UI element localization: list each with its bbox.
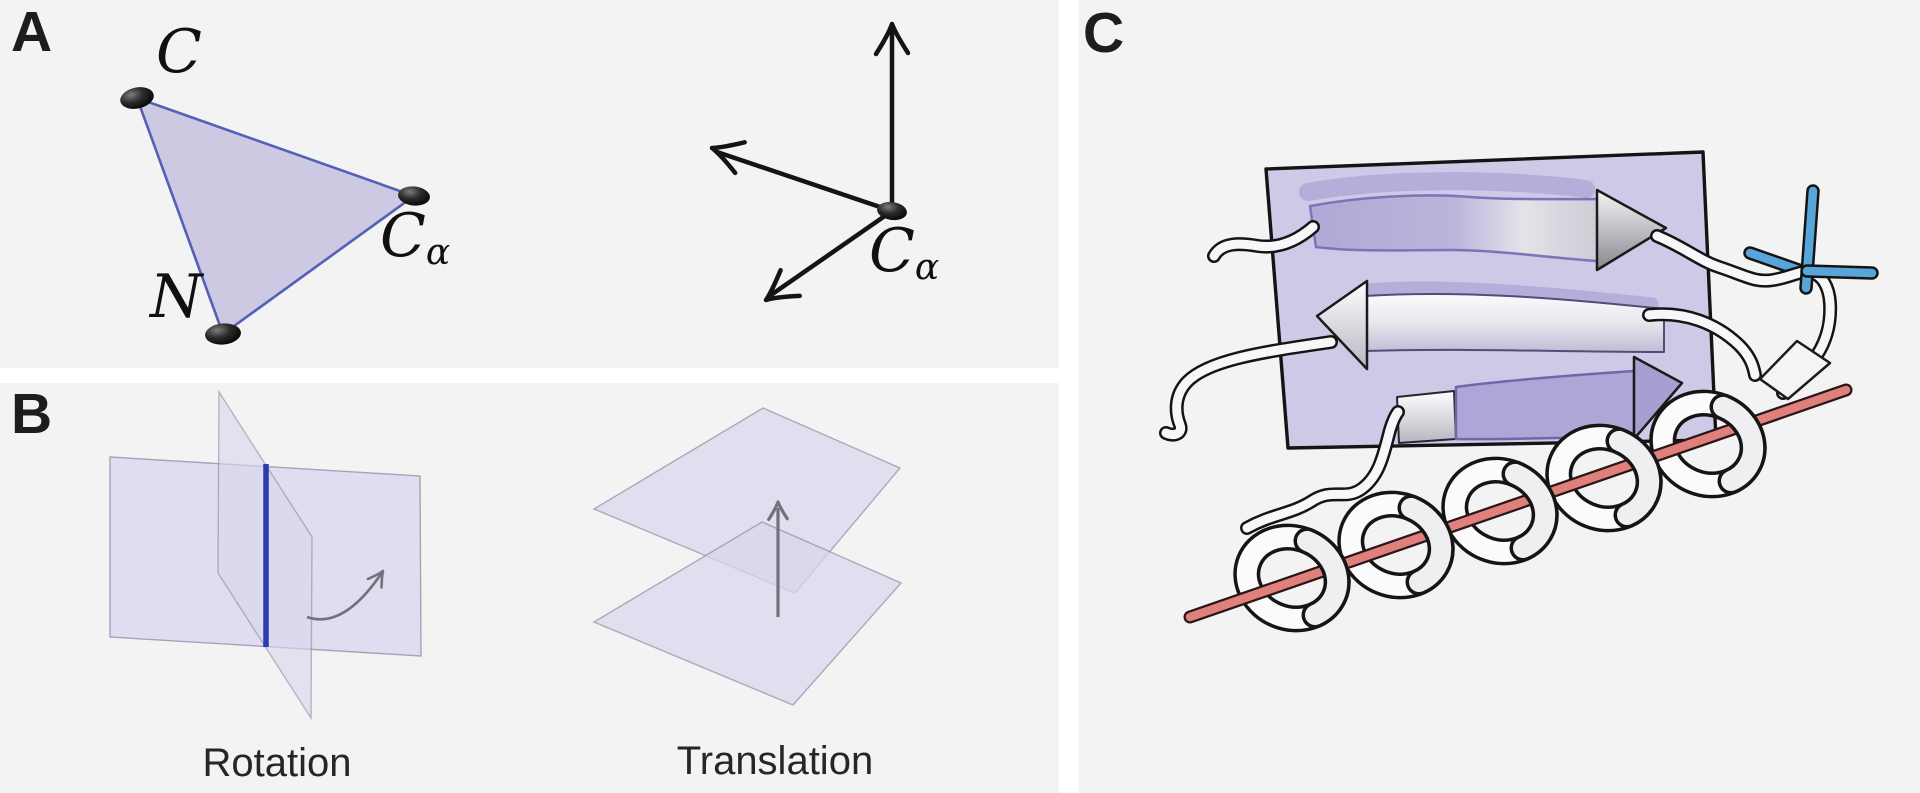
helix-to-strand3-loop xyxy=(1242,407,1403,533)
atom-dot-c xyxy=(120,87,154,109)
atom-dot-n xyxy=(205,323,241,345)
side-chain-right-arm xyxy=(1802,266,1877,278)
beta-strand2-body xyxy=(1364,292,1665,353)
beta-strand3-arrowhead xyxy=(1632,355,1684,441)
panel-a-backbone-frame xyxy=(707,24,908,313)
rotation-caption: Rotation xyxy=(202,741,352,785)
atom-label-ca: Cα xyxy=(380,201,451,273)
atom-label-c: C xyxy=(156,17,202,87)
left-loop xyxy=(1161,337,1336,440)
frame-axis-upleft xyxy=(714,149,895,214)
translation-caption: Translation xyxy=(676,739,874,783)
beta-strand2-arrowhead xyxy=(1315,279,1369,371)
rotation-curved-arrow xyxy=(306,573,383,621)
panel-b-label: B xyxy=(11,382,53,446)
panel-a-peptide-plane xyxy=(120,87,430,345)
panel-b-rotation xyxy=(109,389,422,721)
n-terminal-tail xyxy=(1209,222,1318,261)
strand2-right-loop xyxy=(1644,309,1760,380)
peptide-plane-triangle xyxy=(135,96,416,336)
helix-end-ribbon xyxy=(1758,339,1832,401)
panel-a-label: A xyxy=(11,0,53,64)
frame-label-ca: Cα xyxy=(869,216,940,288)
beta-strand1-arrowhead xyxy=(1595,188,1668,272)
frame-axis-downleft xyxy=(768,208,895,298)
panel-c-label: C xyxy=(1083,1,1125,65)
atom-dot-ca xyxy=(398,186,430,206)
panel-c-protein-cartoon xyxy=(1159,150,1879,633)
strand1-shadow-band xyxy=(1299,172,1595,201)
atom-label-n: N xyxy=(150,262,203,332)
panel-divider-vertical xyxy=(1059,0,1079,793)
frame-origin-dot xyxy=(877,201,907,221)
strand2-shadow-band xyxy=(1361,281,1659,311)
translation-plane-bottom xyxy=(592,521,903,706)
loop-tubes xyxy=(1159,220,1762,535)
panel-divider-horizontal xyxy=(0,368,1059,383)
helix-front-bands xyxy=(1293,393,1767,629)
panel-b-translation xyxy=(592,407,903,706)
beta-strand3-start xyxy=(1396,390,1457,444)
